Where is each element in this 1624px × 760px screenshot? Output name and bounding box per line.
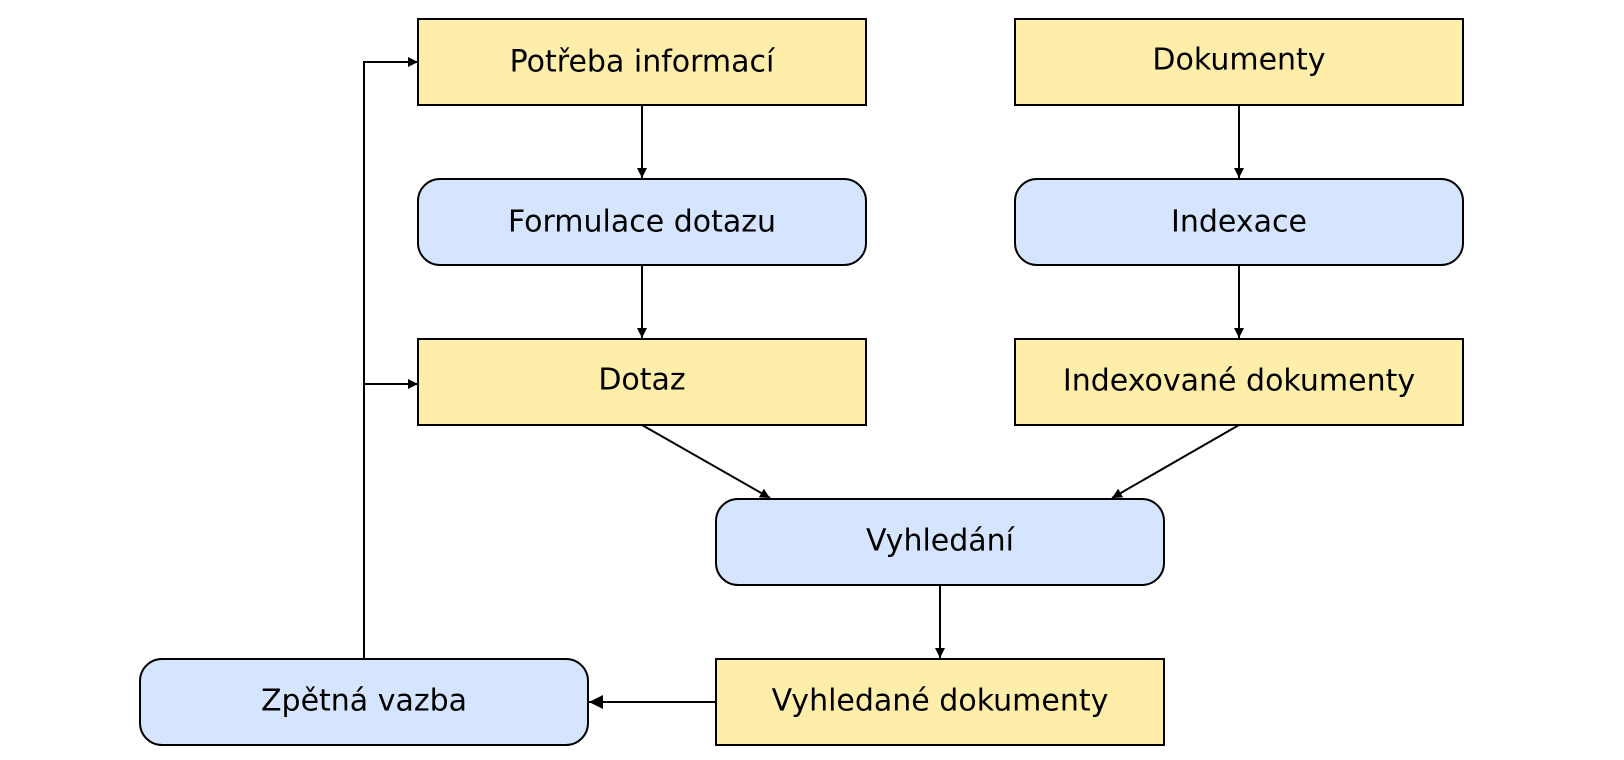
node-label: Potřeba informací [510,45,776,80]
node-potreba-informaci: Potřeba informací [417,18,867,106]
node-indexace: Indexace [1014,178,1464,266]
edge-indexovane-to-vyhledani [1111,424,1240,499]
data-box [417,338,867,426]
data-box [417,18,867,106]
node-label: Indexované dokumenty [1063,364,1415,399]
edge-dotaz-to-vyhledani [641,424,771,499]
node-label: Formulace dotazu [508,205,776,240]
node-vyhledani: Vyhledání [715,498,1165,586]
node-label: Dokumenty [1152,43,1325,78]
node-indexovane-dokumenty: Indexované dokumenty [1014,338,1464,426]
edges [363,57,1244,709]
node-formulace-dotazu: Formulace dotazu [417,178,867,266]
node-label: Indexace [1171,205,1307,240]
node-label: Vyhledané dokumenty [772,684,1109,719]
node-vyhledane-dokumenty: Vyhledané dokumenty [715,658,1165,746]
nodes: Potřeba informací Dokumenty Formulace do… [139,18,1464,746]
node-label: Dotaz [598,363,685,398]
process-box [139,658,589,746]
data-box [1014,18,1464,106]
data-box [715,658,1165,746]
process-box [1014,178,1464,266]
node-label: Vyhledání [866,524,1016,559]
node-dotaz: Dotaz [417,338,867,426]
node-zpetna-vazba: Zpětná vazba [139,658,589,746]
process-box [417,178,867,266]
edge-zpetna-to-potreba [363,57,418,658]
node-label: Zpětná vazba [261,684,467,719]
process-box [715,498,1165,586]
data-box [1014,338,1464,426]
node-dokumenty: Dokumenty [1014,18,1464,106]
